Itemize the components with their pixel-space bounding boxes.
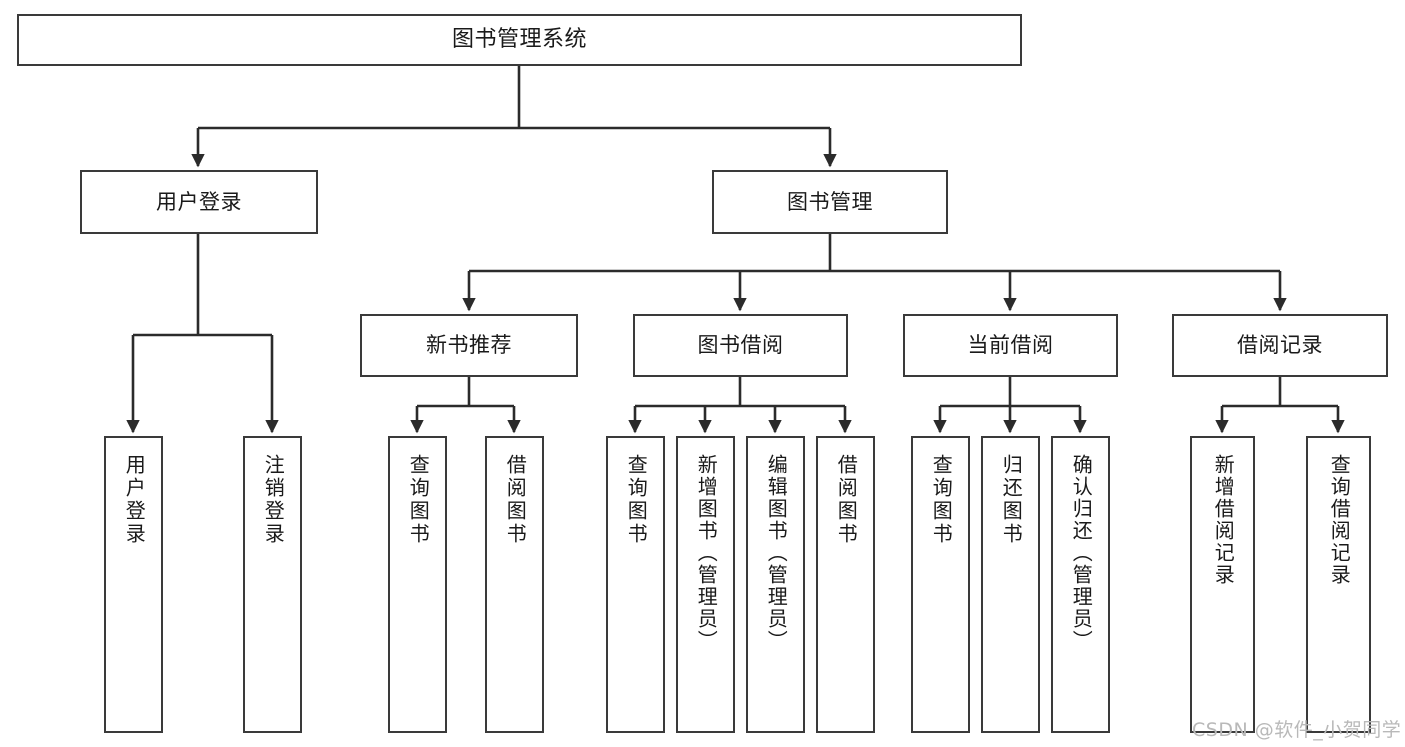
node-user-login[interactable]: 用户登录: [80, 170, 318, 234]
leaf-nb-query-book[interactable]: 查询图书: [388, 436, 447, 733]
node-label: 查询图书: [929, 454, 954, 546]
node-label: 新增借阅记录: [1211, 454, 1236, 586]
csdn-watermark: CSDN @软件_小贺同学: [1192, 719, 1402, 741]
node-label: 新增图书（管理员）: [694, 454, 719, 652]
node-borrow-record[interactable]: 借阅记录: [1172, 314, 1388, 377]
leaf-nb-borrow-book[interactable]: 借阅图书: [485, 436, 544, 733]
node-label: 借阅记录: [1237, 333, 1323, 358]
node-label: 查询图书: [624, 454, 649, 546]
node-label: 借阅图书: [503, 454, 528, 546]
node-current-borrow[interactable]: 当前借阅: [903, 314, 1118, 377]
node-label: 图书管理系统: [451, 27, 587, 53]
node-label: 查询图书: [406, 454, 431, 546]
node-label: 当前借阅: [967, 333, 1054, 358]
node-label: 确认归还（管理员）: [1069, 454, 1094, 652]
node-book-borrow[interactable]: 图书借阅: [633, 314, 848, 377]
node-label: 新书推荐: [426, 333, 512, 358]
node-label: 用户登录: [156, 189, 242, 214]
node-label: 查询借阅记录: [1327, 454, 1352, 586]
node-label: 归还图书: [999, 454, 1024, 546]
leaf-bb-query-book[interactable]: 查询图书: [606, 436, 665, 733]
node-label: 图书借阅: [697, 333, 784, 358]
leaf-br-query-record[interactable]: 查询借阅记录: [1306, 436, 1371, 733]
node-label: 编辑图书（管理员）: [764, 454, 789, 652]
node-label: 借阅图书: [834, 454, 859, 546]
node-root-system[interactable]: 图书管理系统: [17, 14, 1022, 66]
node-book-manage[interactable]: 图书管理: [712, 170, 948, 234]
leaf-bb-borrow-book[interactable]: 借阅图书: [816, 436, 875, 733]
leaf-logout[interactable]: 注销登录: [243, 436, 302, 733]
leaf-user-login[interactable]: 用户登录: [104, 436, 163, 733]
node-label: 图书管理: [787, 189, 873, 214]
leaf-cb-query-book[interactable]: 查询图书: [911, 436, 970, 733]
leaf-cb-return-book[interactable]: 归还图书: [981, 436, 1040, 733]
leaf-cb-confirm-return-admin[interactable]: 确认归还（管理员）: [1051, 436, 1110, 733]
leaf-br-add-record[interactable]: 新增借阅记录: [1190, 436, 1255, 733]
node-label: 用户登录: [122, 454, 147, 546]
node-new-book-recommend[interactable]: 新书推荐: [360, 314, 578, 377]
leaf-bb-add-book-admin[interactable]: 新增图书（管理员）: [676, 436, 735, 733]
leaf-bb-edit-book-admin[interactable]: 编辑图书（管理员）: [746, 436, 805, 733]
node-label: 注销登录: [261, 454, 286, 546]
